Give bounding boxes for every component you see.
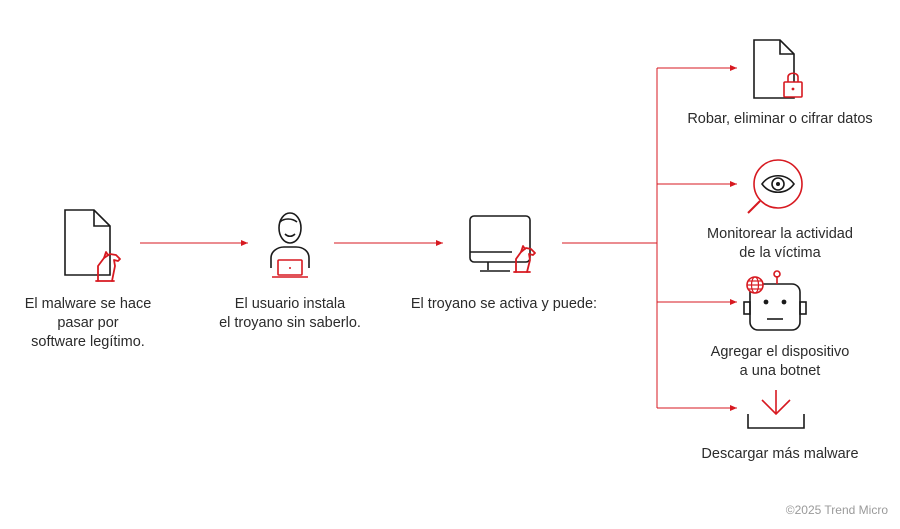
step1-label: El malware se hace pasar por software le… — [24, 296, 152, 350]
monitor-trojan-icon — [469, 215, 536, 273]
step3-label: El troyano se activa y puede: — [410, 296, 598, 312]
document-trojan-icon — [64, 209, 121, 282]
outcome4-label: Descargar más malware — [701, 446, 859, 462]
copyright-text: ©2025 Trend Micro — [785, 503, 888, 517]
step2-label: El usuario instala el troyano sin saberl… — [219, 296, 361, 331]
eye-magnifier-icon — [747, 159, 803, 214]
user-laptop-icon — [270, 212, 310, 278]
outcome3-label: Agregar el dispositivo a una botnet — [710, 344, 850, 379]
download-tray-icon — [747, 390, 805, 429]
robot-globe-icon — [743, 270, 807, 331]
outcome1-label: Robar, eliminar o cifrar datos — [687, 111, 873, 127]
outcome2-label: Monitorear la actividad de la víctima — [707, 226, 853, 261]
document-lock-icon — [753, 39, 803, 99]
